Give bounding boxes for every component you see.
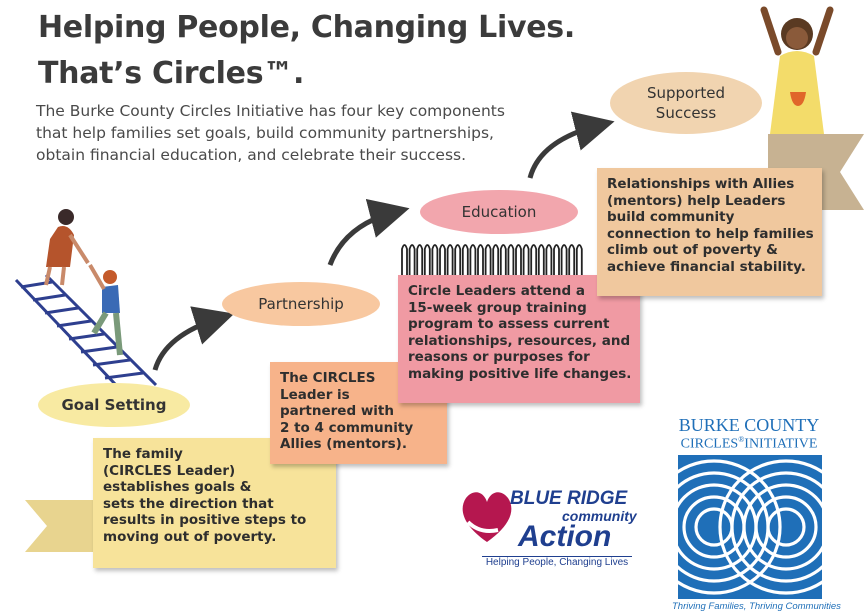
- spiral-ring: [461, 244, 469, 275]
- burke-circles-initiative-text: CIRCLES®INITIATIVE: [680, 435, 818, 452]
- education-box: Circle Leaders attend a 15-week group tr…: [398, 275, 640, 403]
- blue-ridge-community-action-logo: BLUE RIDGE community Action Helping Peop…: [458, 482, 638, 572]
- goal-setting-label: Goal Setting: [38, 383, 190, 427]
- spiral-ring: [416, 244, 424, 275]
- partnership-label: Partnership: [222, 282, 380, 326]
- spiral-ring: [515, 244, 522, 275]
- spiral-ring: [484, 244, 492, 275]
- spiral-ring: [454, 244, 462, 275]
- education-label: Education: [420, 190, 578, 234]
- spiral-ring: [423, 244, 431, 275]
- spiral-ring: [522, 244, 530, 275]
- spiral-ring: [469, 244, 477, 275]
- spiral-ring: [553, 244, 560, 275]
- spiral-ring: [530, 244, 538, 275]
- supported-success-label: Supported Success: [610, 72, 762, 134]
- page-title-line-2: That’s Circles™.: [38, 56, 305, 91]
- spiral-ring: [560, 244, 568, 275]
- spiral-ring: [492, 244, 500, 275]
- concentric-circles-icon: [678, 455, 822, 599]
- spiral-ring: [446, 244, 454, 275]
- supported-success-box: Relationships with Allies (mentors) help…: [597, 168, 822, 296]
- spiral-ring: [507, 244, 515, 275]
- spiral-ring: [575, 244, 583, 275]
- spiral-ring: [477, 244, 484, 275]
- burke-county-circles-logo: BURKE COUNTY CIRCLES®INITIATIVE Thriving…: [672, 415, 841, 613]
- arrow-icon: [327, 198, 410, 266]
- notepad-spiral-icon: [398, 244, 584, 277]
- celebrating-person-illustration: [760, 6, 834, 134]
- heart-hands-icon: [462, 492, 512, 542]
- spiral-ring: [431, 244, 439, 275]
- spiral-ring: [545, 244, 553, 275]
- spiral-ring: [439, 244, 446, 275]
- page-title-line-1: Helping People, Changing Lives.: [38, 10, 575, 45]
- spiral-ring: [499, 244, 507, 275]
- spiral-ring: [401, 244, 408, 275]
- intro-paragraph: The Burke County Circles Initiative has …: [36, 102, 505, 164]
- spiral-ring: [568, 244, 576, 275]
- ribbon-goal: [25, 500, 103, 552]
- spiral-ring: [537, 244, 545, 275]
- arrow-icon: [527, 111, 615, 179]
- spiral-ring: [408, 244, 416, 275]
- arrow-icon: [152, 306, 235, 371]
- ladder-helping-illustration: [14, 209, 158, 387]
